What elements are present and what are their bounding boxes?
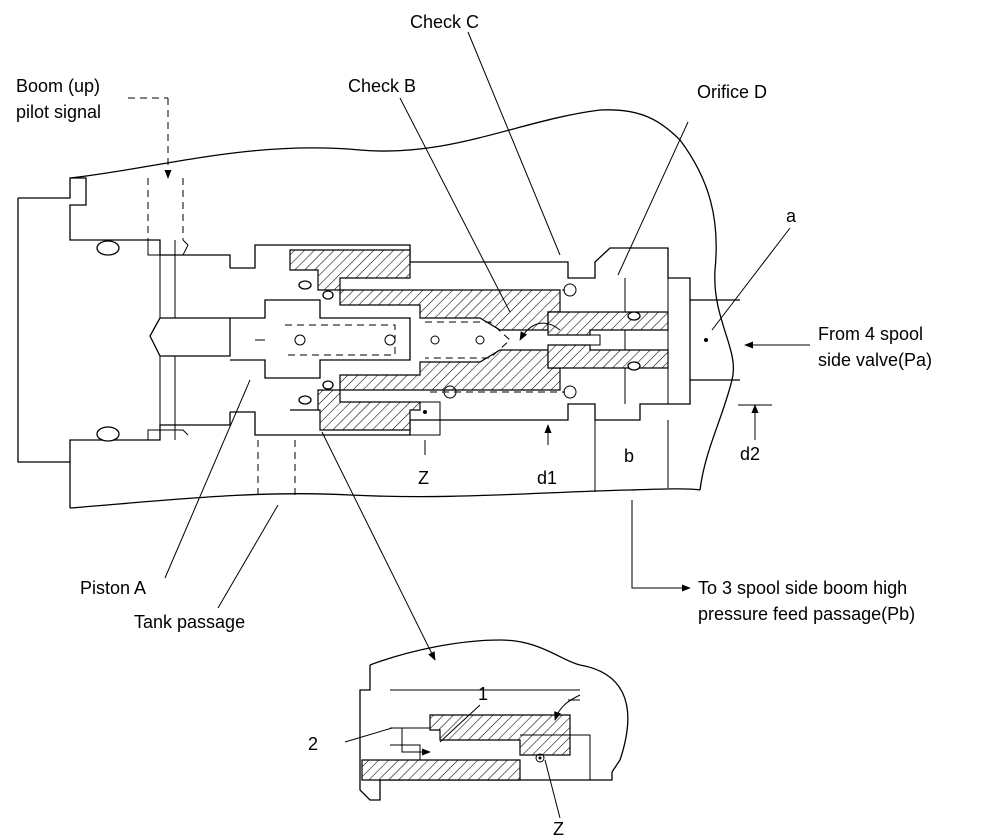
o-ring-upper [96, 240, 120, 256]
label-tank-passage: Tank passage [134, 612, 245, 632]
label-orifice-d: Orifice D [697, 82, 767, 102]
label-check-b: Check B [348, 76, 416, 96]
leader-lines [164, 31, 810, 661]
label-piston-a: Piston A [80, 578, 146, 598]
label-to-line2: pressure feed passage(Pb) [698, 604, 915, 624]
label-check-c: Check C [410, 12, 479, 32]
label-boom-line2: pilot signal [16, 102, 101, 122]
label-to-line1: To 3 spool side boom high [698, 578, 907, 598]
label-detail-2: 2 [308, 734, 318, 754]
label-from-line2: side valve(Pa) [818, 350, 932, 370]
flow-arrow-check-b [519, 322, 561, 341]
label-from-line1: From 4 spool [818, 324, 923, 344]
label-detail-1: 1 [478, 684, 488, 704]
label-d2: d2 [740, 444, 760, 464]
valve-body [17, 109, 740, 509]
detail-view [344, 639, 629, 819]
o-ring-lower [96, 426, 120, 442]
label-z-detail: Z [553, 819, 564, 839]
label-a: a [786, 206, 797, 226]
label-z-main: Z [418, 468, 429, 488]
label-b: b [624, 446, 634, 466]
label-boom-line1: Boom (up) [16, 76, 100, 96]
label-d1: d1 [537, 468, 557, 488]
